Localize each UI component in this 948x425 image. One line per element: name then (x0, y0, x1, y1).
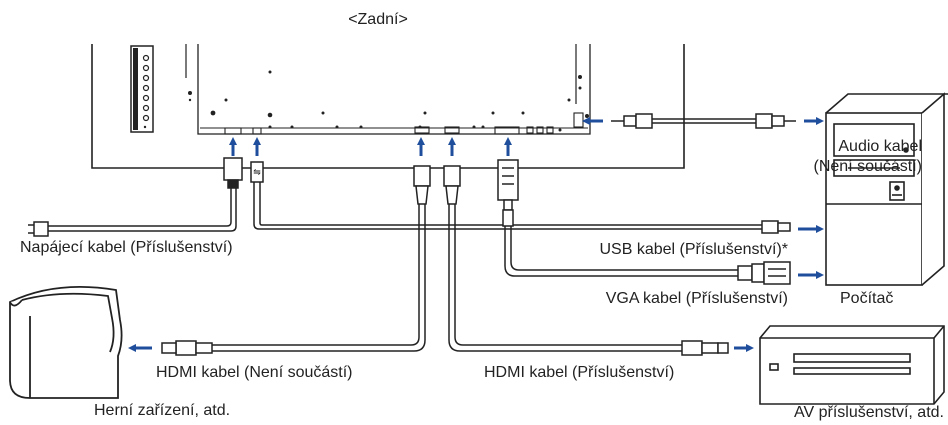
page-title: <Zadní> (348, 11, 408, 28)
usb-cable: ⇋ (250, 161, 791, 234)
port-panel (224, 112, 584, 135)
audio-cable (611, 113, 796, 129)
control-buttons (130, 45, 154, 133)
game-device (9, 286, 123, 399)
power-cable-label: Napájecí kabel (Příslušenství) (20, 239, 233, 256)
computer-label: Počítač (840, 290, 894, 307)
screw-holes (188, 70, 589, 132)
hdmi-cable-left (161, 165, 431, 356)
game-device-label: Herní zařízení, atd. (94, 402, 231, 419)
power-cable (28, 157, 243, 237)
connection-arrows (128, 117, 824, 352)
computer-tower (825, 92, 948, 286)
svg-text:⇋: ⇋ (253, 167, 261, 177)
vga-cable-label: VGA kabel (Příslušenství) (605, 290, 788, 307)
av-device-label: AV příslušenství, atd. (794, 404, 944, 421)
hdmi-cable-right-label: HDMI kabel (Příslušenství) (484, 364, 675, 381)
audio-cable-note: (Není součástí) (813, 158, 922, 175)
av-device (759, 325, 945, 405)
hdmi-cable-left-label: HDMI kabel (Není součástí) (156, 364, 353, 381)
audio-cable-label: Audio kabel (838, 138, 922, 155)
hdmi-cable-right (443, 165, 729, 356)
usb-cable-label: USB kabel (Příslušenství)* (599, 241, 788, 258)
monitor-back (91, 44, 685, 169)
vga-cable (497, 159, 791, 285)
